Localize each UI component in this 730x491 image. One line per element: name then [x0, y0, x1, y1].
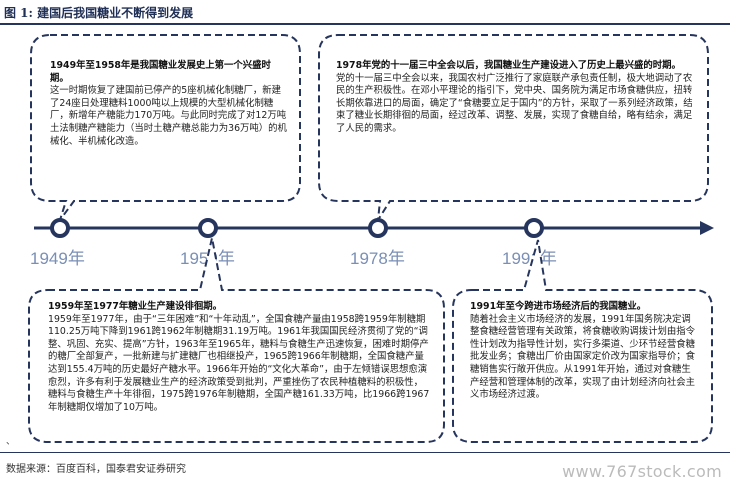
timeline-node-1959 [198, 218, 218, 238]
timeline: 1949年 1959年 1978年 1991年 [0, 210, 730, 270]
timeline-node-1949 [50, 218, 70, 238]
callout-1949: 1949年至1958年是我国糖业发展史上第一个兴盛时期。 这一时期恢复了建国前已… [30, 34, 302, 222]
source-note: 数据来源：百度百科，国泰君安证券研究 [6, 464, 186, 475]
callout-1991-heading: 1991年至今跨进市场经济后的我国糖业。 [470, 301, 647, 312]
stray-mark: 、 [6, 437, 16, 447]
callout-1949-body: 这一时期恢复了建国前已停产的5座机械化制糖厂，新建了24座日处理糖料1000吨以… [50, 85, 287, 147]
callout-1959-body: 1959年至1977年，由于“三年困难”和“十年动乱”，全国食糖产量由1958跨… [48, 313, 430, 413]
callout-1991-body: 随着社会主义市场经济的发展，1991年国务院决定调整食糖经营管理有关政策，将食糖… [470, 313, 696, 401]
watermark: www.767stock.com [562, 462, 722, 481]
figure-title: 图 1: 建国后我国糖业不断得到发展 [4, 6, 194, 20]
year-label-1949: 1949年 [30, 249, 85, 268]
year-label-1978: 1978年 [350, 249, 405, 268]
callout-1991: 1991年至今跨进市场经济后的我国糖业。 随着社会主义市场经济的发展，1991年… [452, 232, 714, 444]
callout-1959-outline [28, 237, 445, 443]
callout-1978-heading: 1978年党的十一届三中全会以后，我国糖业生产建设进入了历史上最兴盛的时期。 [336, 60, 681, 71]
callout-1959-heading: 1959年至1977年糖业生产建设徘徊期。 [48, 301, 223, 312]
timeline-node-1978 [368, 218, 388, 238]
callout-1949-heading: 1949年至1958年是我国糖业发展史上第一个兴盛时期。 [50, 60, 271, 84]
year-label-1991: 1991年 [502, 249, 557, 268]
callout-1978-body: 党的十一届三中全会以来，我国农村广泛推行了家庭联产承包责任制，极大地调动了农民的… [336, 72, 693, 134]
source-divider [0, 452, 730, 453]
title-divider [0, 23, 730, 25]
callout-1949-outline [30, 34, 301, 221]
callout-1959: 1959年至1977年糖业生产建设徘徊期。 1959年至1977年，由于“三年困… [28, 232, 446, 444]
timeline-node-1991 [524, 218, 544, 238]
callout-1978: 1978年党的十一届三中全会以后，我国糖业生产建设进入了历史上最兴盛的时期。 党… [318, 34, 710, 222]
callout-1991-outline [452, 239, 713, 443]
timeline-axis [34, 221, 714, 235]
callout-1978-outline [318, 34, 709, 221]
